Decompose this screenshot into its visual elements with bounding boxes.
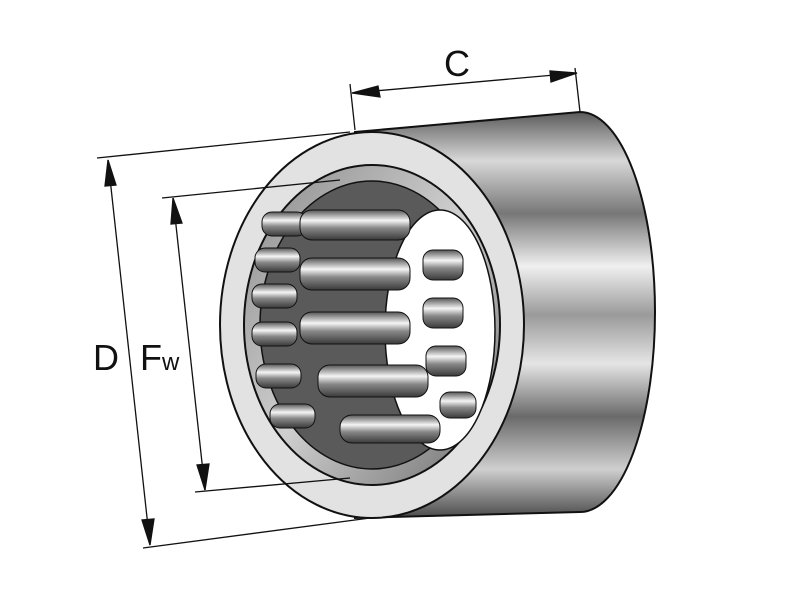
needle-rollers — [251, 209, 477, 444]
dimension-label-fw: Fw — [140, 340, 179, 376]
dimension-lines — [96, 67, 581, 549]
dimension-label-d: D — [93, 337, 119, 378]
dimension-label-c: C — [444, 43, 470, 84]
label-w-subscript: w — [162, 349, 180, 376]
label-f: F — [140, 337, 162, 378]
